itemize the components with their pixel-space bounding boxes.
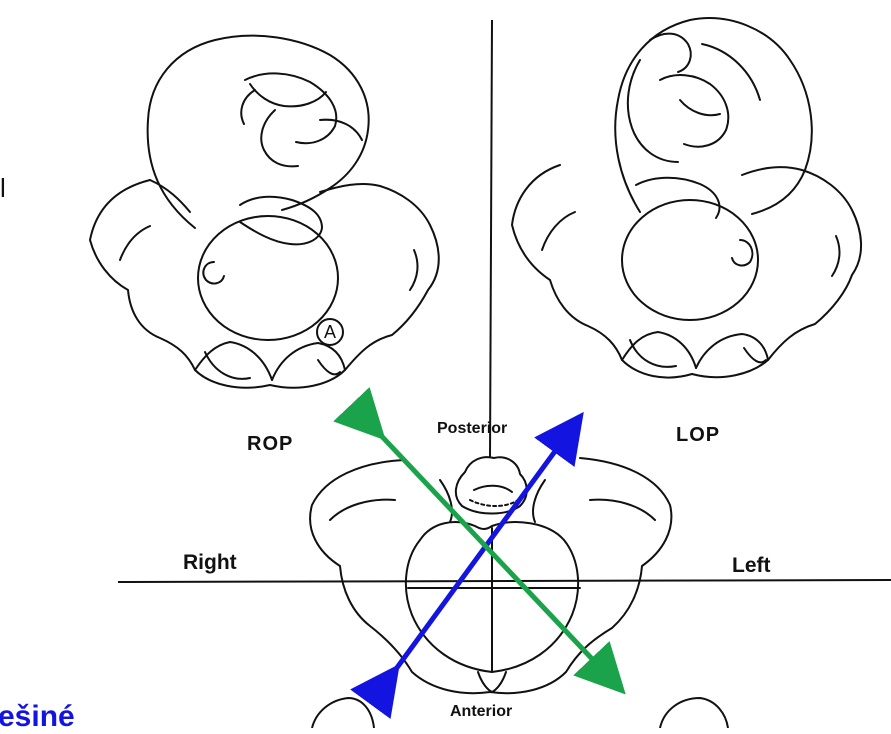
vertical-divider-line — [490, 20, 492, 458]
pelvic-inlet-illustration — [310, 457, 671, 693]
rop-label: ROP — [247, 433, 293, 456]
partial-edge-text: l — [0, 173, 6, 204]
partial-fetal-heads-bottom — [312, 698, 728, 728]
left-label: Left — [732, 554, 771, 578]
partial-bottom-text: ešiné — [0, 700, 75, 734]
anterior-label: Anterior — [450, 703, 512, 721]
lop-label: LOP — [676, 424, 720, 447]
figure-marker-label: A — [316, 318, 344, 346]
horizontal-axis-line — [118, 580, 891, 582]
posterior-label: Posterior — [437, 420, 507, 438]
rop-fetus-illustration — [90, 36, 439, 388]
right-label: Right — [183, 551, 237, 575]
oblique-diameter-blue-arrow — [388, 428, 572, 680]
lop-fetus-illustration — [512, 18, 861, 377]
